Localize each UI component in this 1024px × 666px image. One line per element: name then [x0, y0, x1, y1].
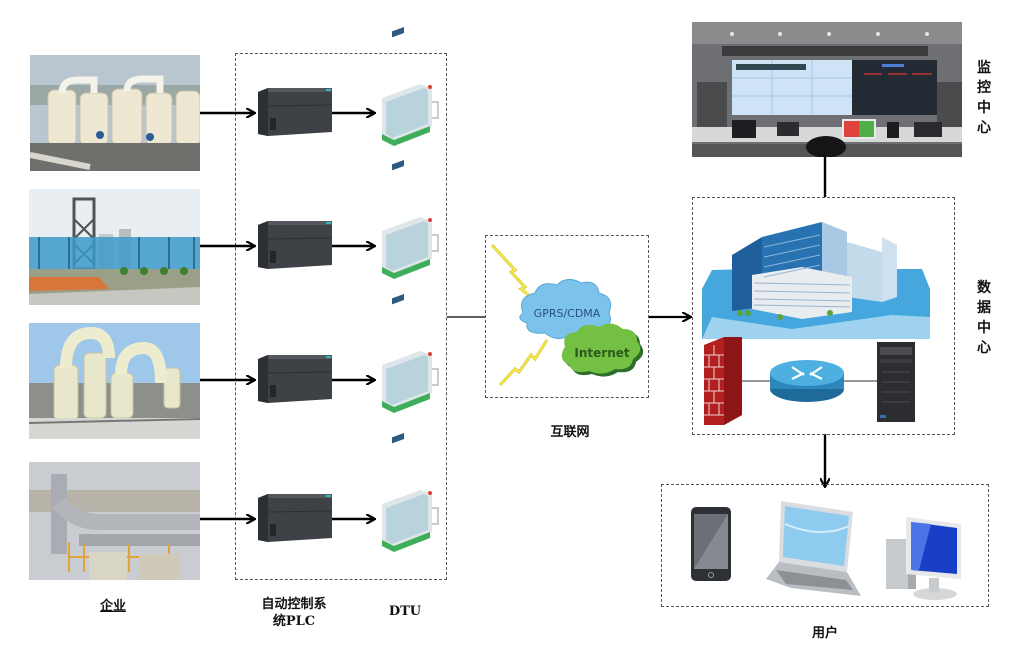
factory-steel-ducts-image — [29, 462, 200, 580]
monitoring-center-photo — [692, 22, 962, 157]
gprs-cdma-cloud-icon — [519, 279, 612, 339]
label-char: 中 — [977, 320, 991, 336]
label-char: 心 — [977, 340, 991, 356]
users-group-box — [661, 484, 989, 607]
enterprise-photo-white-ducts — [29, 323, 200, 439]
label-char: 据 — [977, 300, 991, 316]
dtu-module-icon — [382, 160, 439, 279]
users-illustration — [691, 501, 961, 600]
lightning-icon-bottom — [498, 339, 549, 387]
plc-unit-icon — [258, 494, 333, 542]
factory-towers-image — [29, 189, 200, 305]
smartphone-icon — [691, 507, 731, 581]
enterprise-photo-scrubbers — [30, 55, 200, 171]
enterprise-label: 企业 — [99, 599, 126, 614]
data-center-illustration — [702, 222, 930, 425]
server-icon — [877, 342, 915, 422]
office-building-icon — [702, 222, 930, 339]
device-row — [200, 27, 439, 146]
label-char: 监 — [977, 60, 991, 76]
factory-scrubbers-image — [30, 55, 200, 171]
plc-dtu-group-box — [235, 53, 447, 580]
device-row — [200, 160, 439, 279]
label-char: 控 — [977, 80, 991, 96]
factory-white-ducts-image — [29, 323, 200, 439]
plc-unit-icon — [258, 221, 333, 269]
monitoring-center-label: 监 控 中 心 — [976, 58, 992, 138]
plc-label-line2: 统PLC — [272, 614, 316, 629]
plc-label: 自动控制系 统PLC — [244, 596, 344, 630]
internet-cloud-icon — [561, 323, 644, 377]
label-char: 数 — [977, 280, 991, 296]
lightning-icon-top — [490, 243, 536, 302]
internet-group-box — [485, 235, 649, 398]
plc-unit-icon — [258, 355, 333, 403]
dtu-module-icon — [382, 27, 439, 146]
dtu-module-icon — [382, 294, 439, 413]
data-center-group-box — [692, 197, 955, 435]
gprs-cdma-label: GPRS/CDMA — [534, 307, 601, 320]
device-row — [200, 294, 439, 413]
laptop-icon — [766, 501, 861, 596]
internet-stage-label: 互联网 — [550, 425, 590, 440]
users-label: 用户 — [811, 626, 838, 641]
enterprise-photo-steel-ducts — [29, 462, 200, 580]
plc-label-line1: 自动控制系 — [261, 597, 327, 612]
router-icon — [770, 360, 844, 402]
label-char: 心 — [977, 120, 991, 136]
desktop-computer-icon — [886, 517, 961, 600]
enterprise-photo-towers — [29, 189, 200, 305]
plc-unit-icon — [258, 88, 333, 136]
firewall-icon — [704, 337, 742, 425]
dtu-module-icon — [382, 433, 439, 552]
internet-illustration: GPRS/CDMA Internet — [490, 243, 644, 387]
dtu-label: DTU — [388, 604, 422, 619]
data-center-label: 数 据 中 心 — [976, 278, 992, 358]
device-row — [200, 433, 439, 552]
label-char: 中 — [977, 100, 991, 116]
control-room-image — [692, 22, 962, 157]
internet-label: Internet — [574, 346, 629, 360]
